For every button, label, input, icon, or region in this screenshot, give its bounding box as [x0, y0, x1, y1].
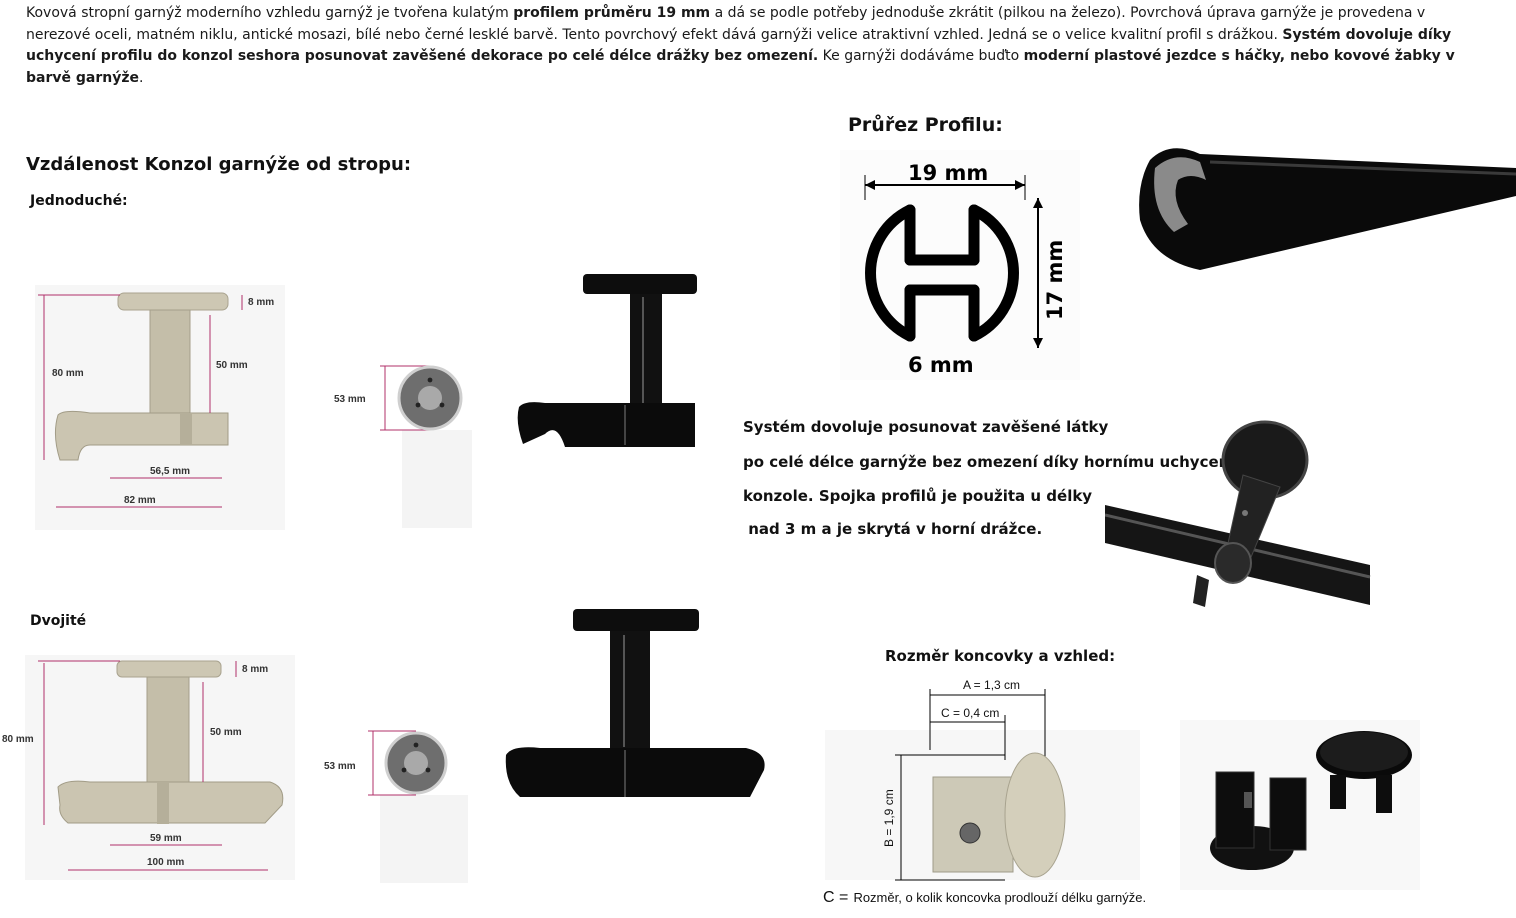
- profile-left-arc: [865, 204, 916, 342]
- double-plate-hole: [401, 767, 407, 773]
- double-bracket-diagram: 8 mm 80 mm 50 mm 59 mm 100 mm: [2, 655, 295, 880]
- double-bracket-stem: [146, 676, 190, 788]
- profile-width-label: 19 mm: [908, 161, 988, 185]
- profile-height-arrow-top: [1033, 198, 1043, 208]
- endcap-c-label: C = 0,4 cm: [941, 706, 999, 720]
- intro-bold-3: moderní plastové jezdce s háčky, nebo ko…: [26, 48, 1455, 86]
- double-plate-hole: [413, 742, 419, 748]
- double-heading: Dvojité: [30, 613, 87, 629]
- intro-bold-1: profilem průměru 19 mm: [513, 5, 711, 21]
- single-stem-label: 50 mm: [216, 360, 248, 371]
- single-plate-backdrop: [402, 430, 472, 528]
- endcap-cap: [1004, 752, 1066, 878]
- double-black-plate: [573, 609, 699, 631]
- single-plate-hub: [418, 386, 442, 410]
- double-top-label: 8 mm: [242, 664, 268, 675]
- double-plate-backdrop: [380, 795, 468, 883]
- single-inner-label: 56,5 mm: [150, 466, 190, 477]
- intro-text-3: Ke garnýži dodáváme buďto: [818, 48, 1024, 64]
- endcap-a-label: A = 1,3 cm: [963, 678, 1020, 692]
- system-line-2: po celé délce garnýže bez omezení díky h…: [743, 453, 1235, 471]
- profile-cross-section: 19 mm 17 mm 6 mm: [840, 150, 1080, 380]
- endcap-round-leg: [1376, 775, 1392, 813]
- black-bracket-stem: [630, 294, 662, 409]
- double-black-stem: [610, 631, 650, 749]
- rail-photo: [1139, 148, 1516, 270]
- single-height-label: 80 mm: [52, 368, 84, 379]
- single-width-label: 82 mm: [124, 495, 156, 506]
- system-line-3: konzole. Spojka profilů je použita u dél…: [743, 487, 1093, 505]
- double-plate-view: 53 mm: [324, 730, 468, 883]
- endcap-b-label: B = 1,9 cm: [882, 789, 896, 847]
- rail-hook: [1193, 575, 1209, 607]
- double-plate-hub: [404, 751, 428, 775]
- bracket-end: [1214, 542, 1252, 584]
- rail-highlight: [1209, 160, 1516, 176]
- system-line-1: Systém dovoluje posunovat zavěšené látky: [743, 418, 1109, 436]
- endcap-caption: C = Rozměr, o kolik koncovka prodlouží d…: [823, 887, 1146, 907]
- profile-slot-label: 6 mm: [908, 353, 974, 377]
- endcap-slot: [1244, 792, 1252, 808]
- double-width-label: 100 mm: [147, 857, 184, 868]
- double-bracket-plate: [116, 660, 222, 678]
- intro-text-1: Kovová stropní garnýž moderního vzhledu …: [26, 5, 514, 21]
- endcap-diagram: A = 1,3 cm C = 0,4 cm B = 1,9 cm: [825, 678, 1140, 881]
- endcap-screw: [959, 822, 981, 844]
- endcap-round-face: [1320, 732, 1408, 772]
- double-plate-label: 53 mm: [324, 761, 356, 772]
- single-bracket-joint: [180, 413, 192, 445]
- endcap-round-leg: [1330, 775, 1346, 809]
- double-black-holder: [505, 747, 765, 797]
- bracket-screw: [1242, 510, 1248, 516]
- black-endcaps-photo: [1180, 720, 1420, 890]
- profile-shape: [865, 204, 1019, 342]
- single-plate-label: 53 mm: [334, 394, 366, 405]
- intro-text-4: .: [138, 69, 144, 86]
- rail-bracket-photo: [1105, 420, 1371, 607]
- profile-width-arrow-left: [865, 180, 875, 190]
- endcap-caption-letter: C =: [823, 889, 849, 906]
- profile-width-arrow-right: [1015, 180, 1025, 190]
- single-heading: Jednoduché:: [30, 193, 128, 209]
- single-bracket-plate: [117, 292, 229, 311]
- intro-paragraph: Kovová stropní garnýž moderního vzhledu …: [26, 3, 1466, 89]
- system-line-4: nad 3 m a je skrytá v horní drážce.: [743, 520, 1043, 538]
- black-bracket-holder: [517, 402, 695, 447]
- rail-body: [1139, 148, 1516, 270]
- single-black-bracket: [517, 274, 697, 447]
- profile-right-arc: [968, 204, 1019, 342]
- double-bracket-holder: [57, 780, 284, 824]
- endcap-arm-left: [1215, 771, 1255, 849]
- endcap-arm-right: [1269, 777, 1307, 851]
- double-black-bracket: [505, 609, 765, 797]
- distance-heading: Vzdálenost Konzol garnýže od stropu:: [26, 154, 412, 175]
- profile-height-arrow-bottom: [1033, 338, 1043, 348]
- rail-groove-edge: [1154, 157, 1206, 232]
- profile-heading: Průřez Profilu:: [848, 114, 1003, 136]
- profile-height-label: 17 mm: [1043, 240, 1067, 320]
- single-bracket-diagram: 8 mm 80 mm 50 mm 56,5 mm 82 mm: [35, 285, 285, 530]
- single-plate-hole: [427, 377, 433, 383]
- endcap-caption-text: Rozměr, o kolik koncovka prodlouží délku…: [853, 890, 1147, 905]
- intro-bold-2: Systém dovoluje díky uchycení profilu do…: [26, 26, 1452, 65]
- black-bracket-plate: [583, 274, 697, 294]
- double-height-label: 80 mm: [2, 734, 34, 745]
- single-plate-hole: [415, 402, 421, 408]
- endcap-heading: Rozměr koncovky a vzhled:: [885, 647, 1116, 665]
- single-plate-view: 53 mm: [334, 365, 472, 528]
- double-plate-hole: [425, 767, 431, 773]
- single-top-label: 8 mm: [248, 297, 274, 308]
- double-stem-label: 50 mm: [210, 727, 242, 738]
- double-bracket-joint: [157, 782, 169, 824]
- single-bracket-stem: [149, 309, 191, 421]
- double-inner-label: 59 mm: [150, 833, 182, 844]
- intro-text-2: a dá se podle potřeby jednoduše zkrátit …: [26, 5, 1426, 43]
- single-plate-hole: [439, 402, 445, 408]
